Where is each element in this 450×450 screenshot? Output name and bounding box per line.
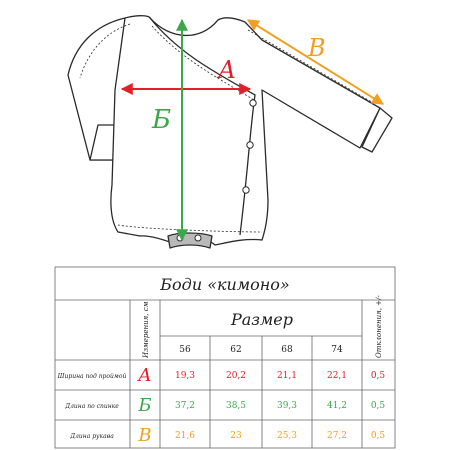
deviation-column-header: Отклонения, +/-	[375, 295, 383, 358]
cell-value: 22,1	[327, 371, 347, 381]
size-column-header: Размер	[230, 310, 293, 329]
row-mark: Б	[137, 395, 151, 416]
cell-value: 41,2	[327, 401, 347, 411]
size-header-62: 62	[230, 345, 241, 355]
measure-column-header: Измерения, см	[142, 301, 150, 359]
cell-deviation: 0,5	[371, 371, 386, 381]
table-row: Ширина под проймой А 19,3 20,2 21,1 22,1…	[57, 365, 386, 386]
row-mark: В	[137, 425, 151, 446]
row-name: Длина рукава	[69, 433, 114, 440]
size-header-74: 74	[331, 345, 343, 355]
cell-value: 20,2	[226, 371, 246, 381]
cell-deviation: 0,5	[371, 431, 386, 441]
cell-value: 19,3	[175, 371, 195, 381]
cell-value: 21,1	[277, 371, 297, 381]
row-name: Длина по спинке	[64, 403, 119, 410]
cell-value: 37,2	[175, 401, 195, 411]
cell-value: 25,3	[277, 431, 297, 441]
cell-value: 27,2	[327, 431, 347, 441]
row-mark: А	[136, 365, 152, 386]
cell-value: 38,5	[226, 401, 246, 411]
table-row: Длина по спинке Б 37,2 38,5 39,3 41,2 0,…	[64, 395, 385, 416]
cell-value: 21,6	[175, 431, 195, 441]
size-headers: 56 62 68 74	[179, 345, 343, 355]
cell-value: 23	[230, 431, 242, 441]
table-grid	[54, 266, 396, 449]
cell-value: 39,3	[277, 401, 297, 411]
size-header-56: 56	[179, 345, 191, 355]
table-title: Боди «кимоно»	[159, 275, 289, 294]
row-name: Ширина под проймой	[57, 373, 127, 380]
measure-label-v: В	[307, 34, 326, 62]
measure-label-a: А	[216, 56, 236, 84]
table-row: Длина рукава В 21,6 23 25,3 27,2 0,5	[69, 425, 385, 446]
bodysuit-diagram: А Б В	[67, 15, 393, 249]
measure-label-b: Б	[151, 105, 171, 135]
measure-line-v	[246, 19, 385, 105]
cell-deviation: 0,5	[371, 401, 386, 411]
size-header-68: 68	[281, 345, 293, 355]
